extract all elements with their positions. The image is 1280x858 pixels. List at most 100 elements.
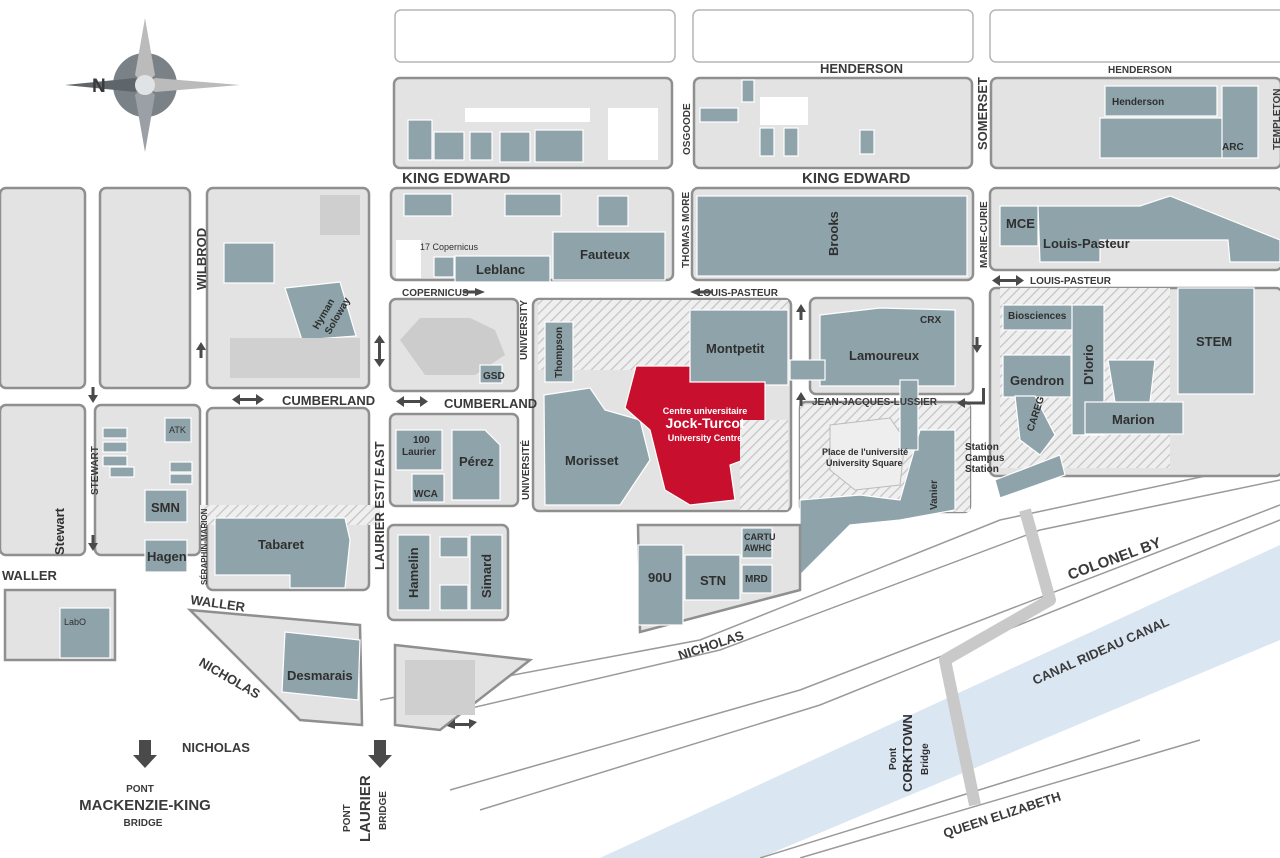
building-mce xyxy=(999,205,1039,247)
label-wca: WCA xyxy=(414,489,438,500)
street-henderson-2: HENDERSON xyxy=(1108,65,1172,76)
building-careg xyxy=(1014,395,1056,456)
building-gsd xyxy=(479,364,503,384)
block-top-1 xyxy=(394,9,676,63)
rail-line-2 xyxy=(479,519,1280,811)
building-smn xyxy=(144,489,188,523)
building-morisset xyxy=(543,387,651,506)
building-small xyxy=(102,441,128,453)
label-stem: STEM xyxy=(1196,334,1232,349)
street-king-edward-east: KING EDWARD xyxy=(802,170,911,187)
street-templeton: TEMPLETON xyxy=(1272,89,1280,150)
building-stn xyxy=(684,554,741,601)
bridge-mackenzie-3: BRIDGE xyxy=(124,818,163,829)
building-biosciences xyxy=(1002,304,1076,331)
building-vanier-link xyxy=(899,379,919,451)
label-100: 100 xyxy=(413,435,430,446)
label-atk: ATK xyxy=(169,425,186,435)
building-vanier xyxy=(799,429,956,577)
building-henderson xyxy=(1104,85,1218,117)
footbridge xyxy=(939,508,1056,807)
building-small xyxy=(469,131,493,161)
label-henderson: Henderson xyxy=(1112,97,1164,108)
bridge-corktown-3: Bridge xyxy=(920,743,931,775)
bridge-laurier-3: BRIDGE xyxy=(378,791,389,830)
street-louis-pasteur-east: LOUIS-PASTEUR xyxy=(1030,276,1112,287)
building-arc-tower xyxy=(1221,85,1259,159)
label-hagen: Hagen xyxy=(147,549,187,564)
label-17-copernicus: 17 Copernicus xyxy=(420,242,479,252)
building-small xyxy=(759,127,775,157)
label-mce: MCE xyxy=(1006,216,1035,231)
building-mrd xyxy=(741,564,773,594)
label-gendron: Gendron xyxy=(1010,373,1064,388)
label-fauteux: Fauteux xyxy=(580,247,631,262)
label-lamoureux: Lamoureux xyxy=(849,348,920,363)
street-seraphin-marion: SÉRAPHIN-MARION xyxy=(200,508,209,585)
label-hamelin: Hamelin xyxy=(406,547,421,598)
building-connector xyxy=(789,359,826,381)
building-tabaret xyxy=(214,517,351,589)
label-cartu: CARTU xyxy=(744,532,776,542)
building-perez xyxy=(451,429,501,501)
bridge-mackenzie-2: MACKENZIE-KING xyxy=(79,797,211,814)
street-henderson: HENDERSON xyxy=(820,61,903,76)
arrow-south-2 xyxy=(368,740,392,768)
label-laurier: Laurier xyxy=(402,447,436,458)
building-gendron xyxy=(1002,354,1072,398)
label-labo: LabO xyxy=(64,617,86,627)
building-hamelin-wing xyxy=(439,536,469,558)
building-simard-wing xyxy=(439,584,469,611)
colonel-by-road xyxy=(379,459,1280,701)
building-small xyxy=(699,107,739,123)
street-louis-pasteur: LOUIS-PASTEUR xyxy=(697,288,779,299)
building-leblanc xyxy=(454,255,551,283)
label-square-2: University Square xyxy=(826,458,903,468)
building-cartu xyxy=(741,527,773,559)
building-station xyxy=(994,454,1066,499)
label-station-3: Station xyxy=(965,464,999,475)
arrow-down-crx xyxy=(972,337,982,353)
label-crx: CRX xyxy=(920,315,941,326)
bridge-mackenzie-1: PONT xyxy=(126,784,154,795)
street-wilbrod: WILBROD xyxy=(194,228,209,290)
building-small xyxy=(597,195,629,227)
block-top-2 xyxy=(692,9,974,63)
block-wilbrod-left xyxy=(98,186,192,390)
arrow-up-wilbrod xyxy=(196,342,206,358)
building-marion-top xyxy=(1107,359,1156,403)
street-somerset: SOMERSET xyxy=(975,77,990,150)
street-nicholas-south: NICHOLAS xyxy=(182,740,250,755)
label-awhc: AWHC xyxy=(744,543,772,553)
block-top-3 xyxy=(989,9,1280,63)
label-station-2: Campus xyxy=(965,453,1005,464)
street-colonel-by: COLONEL BY xyxy=(1066,534,1164,584)
street-university: UNIVERSITY xyxy=(519,300,530,360)
street-waller-west: WALLER xyxy=(2,568,57,583)
label-leblanc: Leblanc xyxy=(476,262,525,277)
building-wilbrod xyxy=(223,242,275,284)
street-jean-jacques-lussier: JEAN-JACQUES-LUSSIER xyxy=(812,397,938,408)
label-stn: STN xyxy=(700,573,726,588)
label-diorio: D'Iorio xyxy=(1081,344,1096,385)
street-stewart: STEWART xyxy=(90,446,101,495)
building-jock-turcot[interactable] xyxy=(624,365,766,506)
rail-line xyxy=(449,504,1280,791)
arrow-both-louis-pasteur xyxy=(992,275,1024,286)
queen-elizabeth-road xyxy=(759,739,1141,858)
building-small xyxy=(741,79,755,103)
street-universite: UNIVERSITÉ xyxy=(519,440,532,500)
arrow-down-stewart-2 xyxy=(88,535,98,551)
bridge-laurier-2: LAURIER xyxy=(357,775,374,842)
building-hyman-soloway xyxy=(284,281,357,341)
arrow-both-cumberland xyxy=(232,394,264,405)
compass-rose: N xyxy=(65,18,240,152)
street-thomas-more: THOMAS MORE xyxy=(681,192,692,268)
pedestrian-zone xyxy=(740,420,788,510)
arrow-both-laurier xyxy=(374,335,385,367)
arrow-up-north xyxy=(796,304,806,320)
building-gray-complex xyxy=(400,318,505,375)
label-louis-pasteur: Louis-Pasteur xyxy=(1043,236,1130,251)
label-morisset: Morisset xyxy=(565,453,619,468)
